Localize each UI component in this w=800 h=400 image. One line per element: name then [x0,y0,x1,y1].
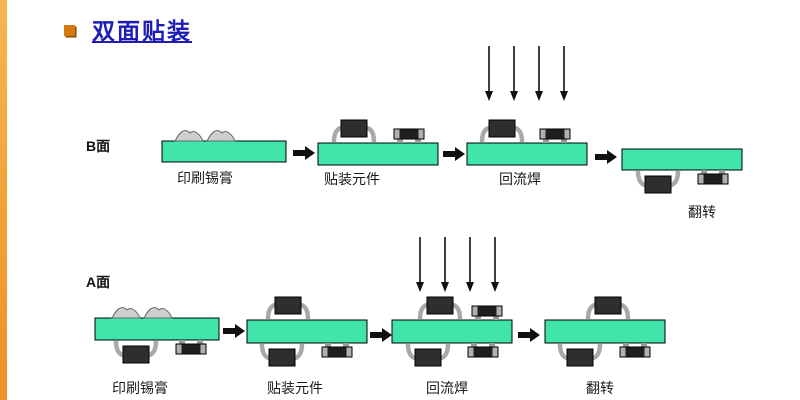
pcb-board [391,319,513,344]
solder-paste [206,130,236,142]
title-bullet-icon [64,25,75,36]
step-b2-place-components: 贴装元件 [317,120,439,187]
step-label: 贴装元件 [324,171,380,187]
solder-paste [111,307,141,319]
flow-arrow [443,147,465,161]
step-label: 印刷锡膏 [112,380,168,396]
row-b: B面 印刷锡膏 贴装元件 回流焊 [86,45,743,220]
flow-arrow [518,328,540,342]
heat-arrow [534,45,544,102]
pcb-board [621,148,743,171]
step-b4-flip: 翻转 [621,148,743,220]
step-a2-place-components: 贴装元件 [246,297,368,396]
chip-component [393,128,425,144]
step-label: 翻转 [586,380,614,396]
pcb-board [94,317,220,341]
step-b1-print-paste: 印刷锡膏 [161,130,287,186]
step-label: 回流焊 [499,171,541,187]
chip-component-flipped [467,342,499,358]
heat-arrow [559,45,569,102]
pcb-board [466,142,588,166]
ic-component [420,297,460,319]
step-b3-reflow: 回流焊 [466,45,588,187]
slide-header: 双面贴装 [0,0,800,50]
ic-component [334,120,374,142]
ic-component [268,297,308,319]
ic-component-flipped [116,341,156,363]
row-a: A面 印刷锡膏 贴装元件 [86,236,666,396]
chip-component-flipped [697,169,729,185]
side-label-a: A面 [86,274,110,290]
ic-component [482,120,522,142]
step-label: 贴装元件 [267,380,323,396]
ic-component-flipped [638,171,678,193]
flow-arrow [595,150,617,164]
solder-paste [143,307,173,319]
ic-component-flipped [262,344,302,366]
flow-arrow [223,324,245,338]
side-label-b: B面 [86,138,110,154]
ic-component [588,297,628,319]
accent-bar [0,0,7,400]
pcb-board [161,140,287,163]
chip-component-flipped [175,339,207,355]
flow-arrow [370,328,392,342]
ic-component-flipped [560,344,600,366]
heat-arrow [465,236,475,293]
chip-component-flipped [321,342,353,358]
step-label: 回流焊 [426,380,468,396]
step-a4-flip: 翻转 [544,297,666,396]
heat-arrow [509,45,519,102]
heat-arrow [440,236,450,293]
pcb-board [544,319,666,344]
chip-component [471,305,503,321]
page-title: 双面贴装 [92,18,192,44]
chip-component-flipped [619,342,651,358]
step-a3-reflow: 回流焊 [391,236,513,396]
heat-arrow [490,236,500,293]
pcb-board [246,319,368,344]
heat-arrow [484,45,494,102]
solder-paste [174,130,204,142]
ic-component-flipped [408,344,448,366]
heat-arrow [415,236,425,293]
step-a1-print-paste: 印刷锡膏 [94,307,220,396]
chip-component [539,128,571,144]
step-label: 翻转 [688,204,716,220]
pcb-board [317,142,439,166]
flow-arrow [293,146,315,160]
step-label: 印刷锡膏 [177,170,233,186]
